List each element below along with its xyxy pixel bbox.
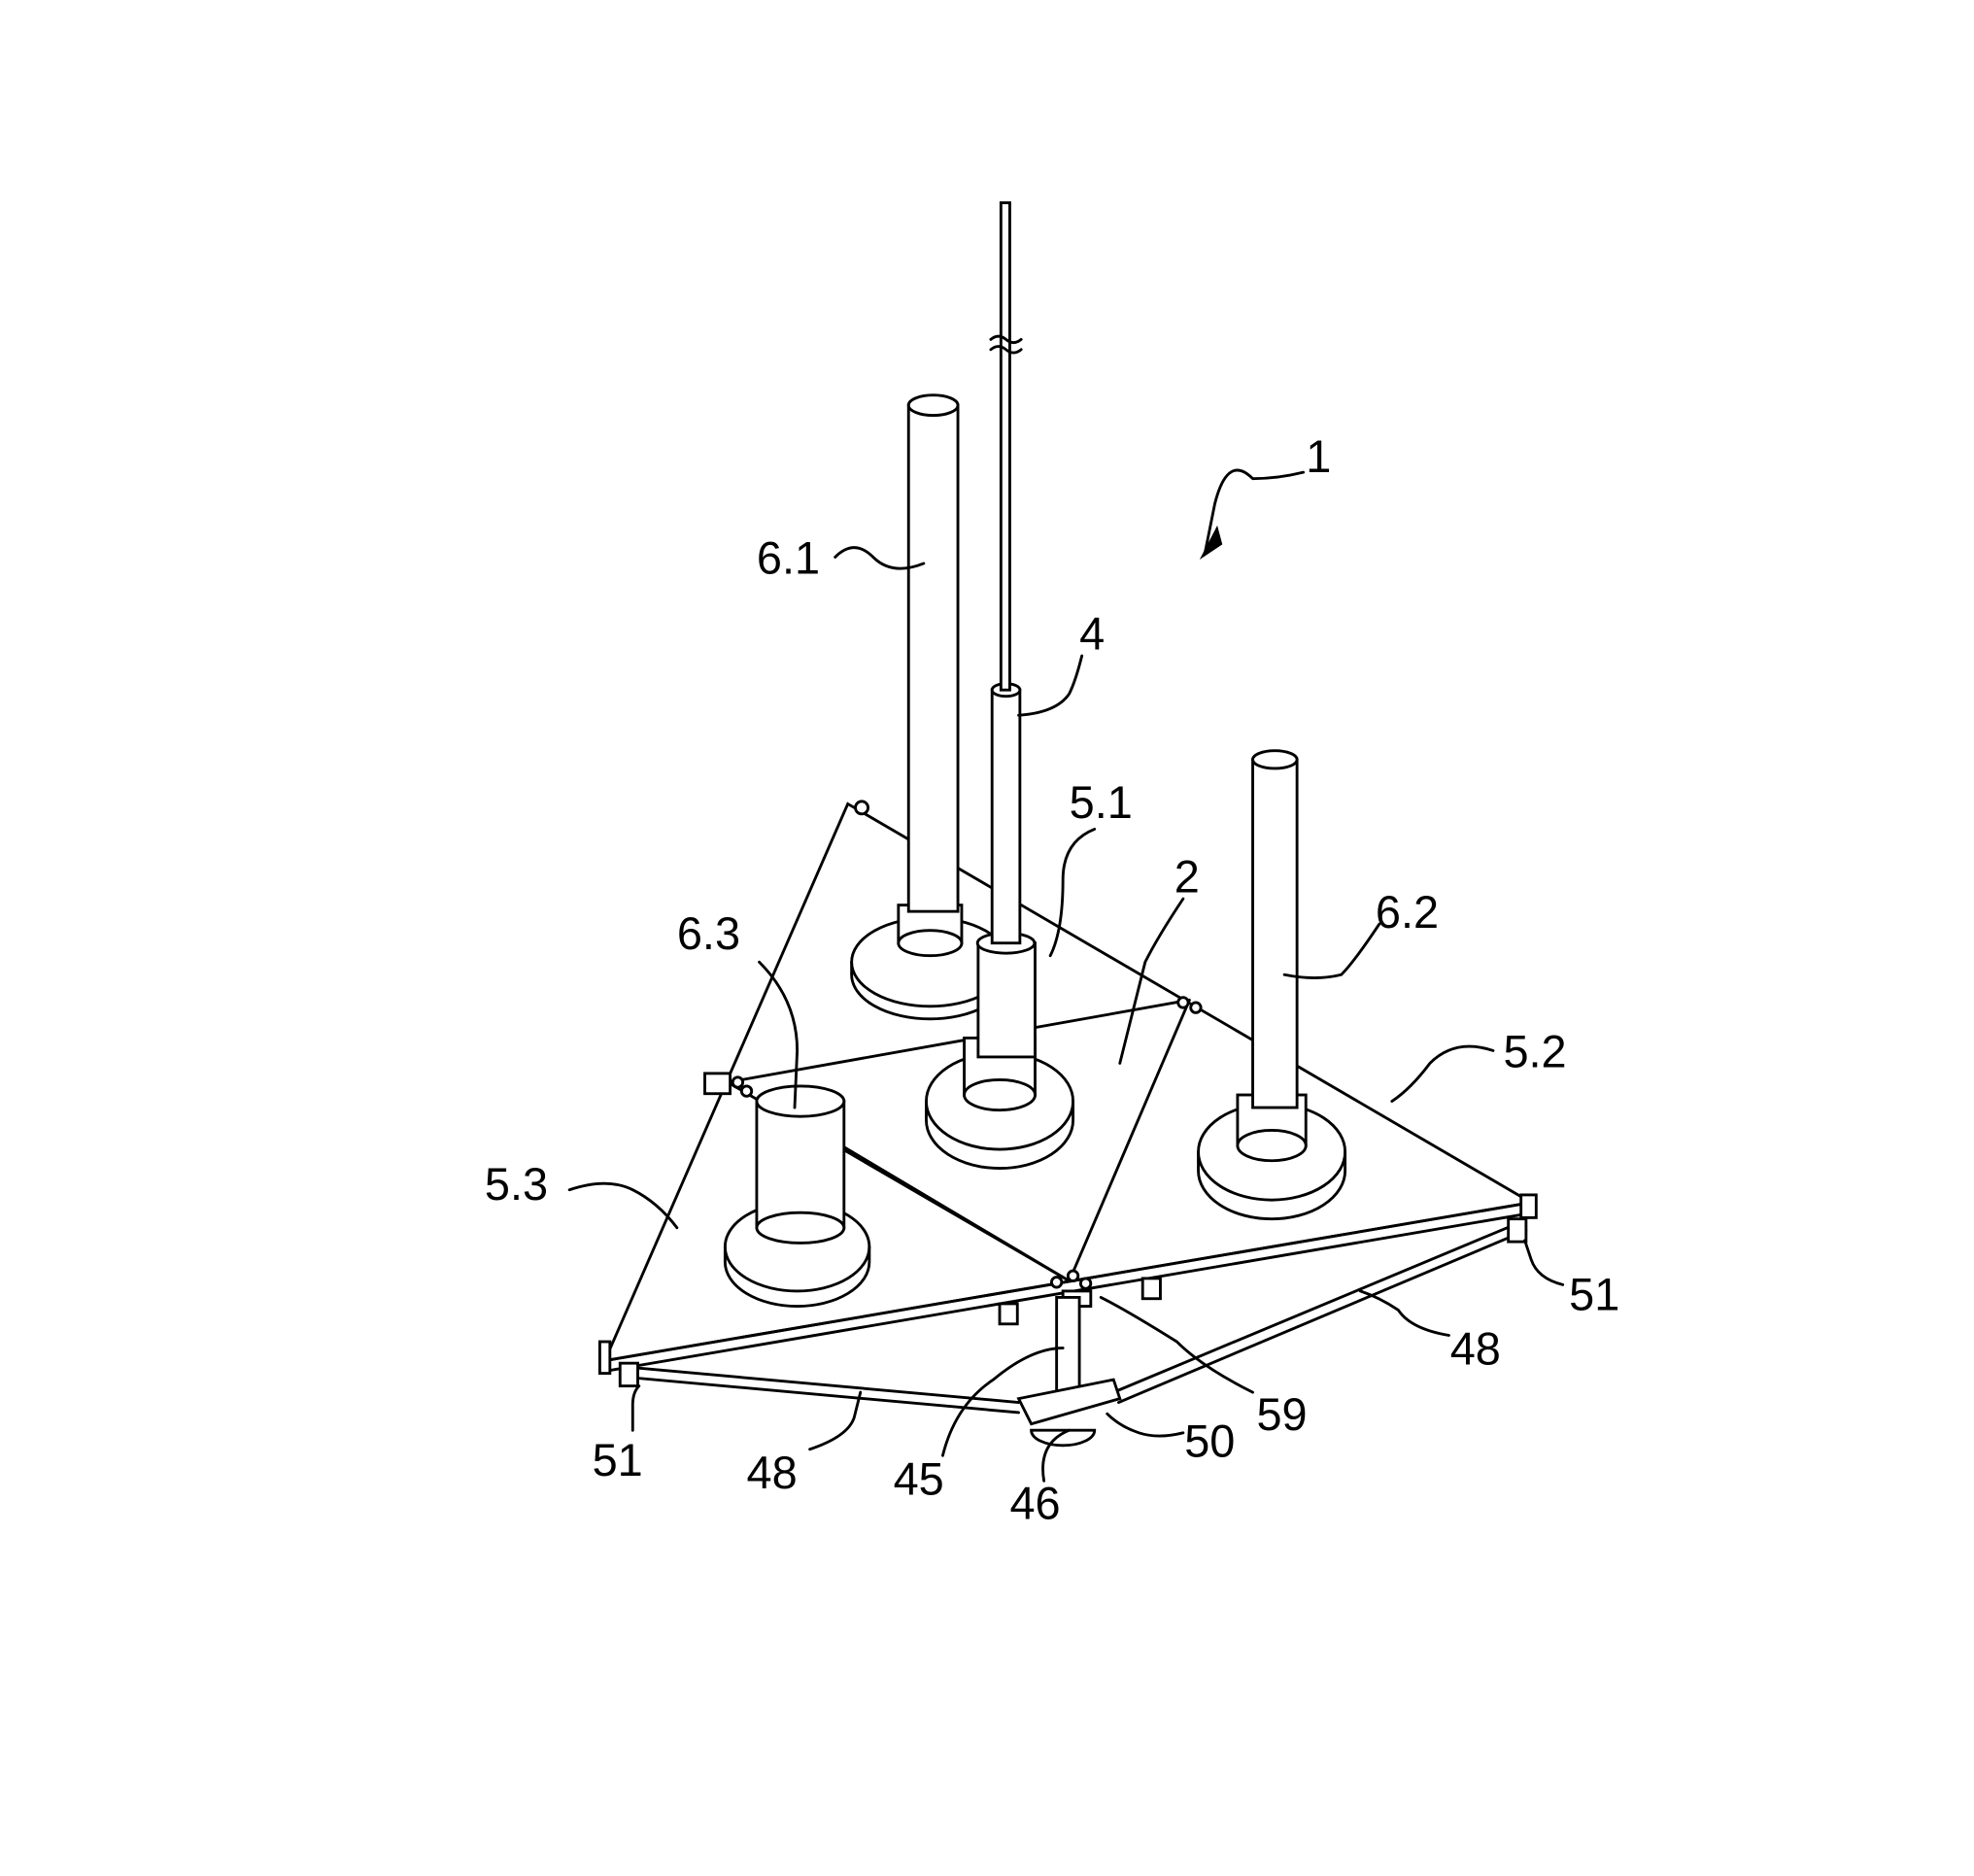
label-mast-4: 4 bbox=[1079, 609, 1105, 660]
reference-labels: 1 6.1 4 5.1 2 6.2 6.3 5.2 5.3 51 48 59 5… bbox=[485, 431, 1619, 1528]
label-bracket-51-left: 51 bbox=[593, 1435, 643, 1485]
label-pole-6-2: 6.2 bbox=[1376, 887, 1439, 938]
underside-frame bbox=[618, 1217, 1528, 1448]
label-bracket-51-right: 51 bbox=[1569, 1269, 1619, 1319]
pole-6-1 bbox=[850, 393, 1010, 1021]
label-center-panel-2: 2 bbox=[1174, 852, 1200, 903]
label-pole-6-1: 6.1 bbox=[757, 532, 820, 583]
pole-6-2 bbox=[1197, 749, 1347, 1221]
label-panel-5-1: 5.1 bbox=[1070, 777, 1133, 828]
label-rod-48-right: 48 bbox=[1450, 1323, 1501, 1374]
leader-lines bbox=[567, 468, 1565, 1483]
label-assembly: 1 bbox=[1306, 431, 1331, 482]
mast-4 bbox=[925, 201, 1075, 1170]
label-foot-46: 46 bbox=[1009, 1478, 1060, 1528]
label-clip-59: 59 bbox=[1256, 1389, 1307, 1440]
label-rod-48-left: 48 bbox=[747, 1448, 798, 1498]
label-panel-5-3: 5.3 bbox=[485, 1159, 548, 1210]
label-panel-5-2: 5.2 bbox=[1503, 1026, 1566, 1076]
cylinder-6-3 bbox=[723, 1084, 871, 1308]
label-cylinder-6-3: 6.3 bbox=[677, 908, 740, 959]
label-hub-50: 50 bbox=[1184, 1416, 1235, 1467]
label-post-45: 45 bbox=[894, 1454, 944, 1505]
